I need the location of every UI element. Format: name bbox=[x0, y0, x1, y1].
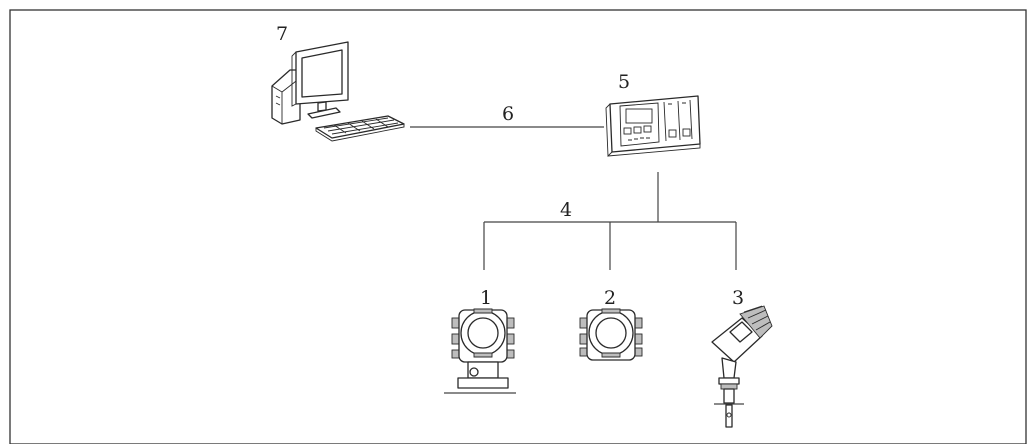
controller-icon bbox=[605, 95, 701, 158]
probe-sensor-icon bbox=[711, 305, 773, 428]
transmitter-2-icon bbox=[579, 308, 643, 361]
label-device-3: 3 bbox=[732, 287, 744, 309]
label-computer: 7 bbox=[276, 23, 288, 45]
label-device-2: 2 bbox=[604, 287, 616, 309]
diagram-border bbox=[9, 9, 1027, 444]
label-controller: 5 bbox=[618, 71, 630, 93]
computer-icon bbox=[271, 41, 405, 142]
transmitter-1-icon bbox=[444, 308, 516, 394]
label-field-bus: 4 bbox=[560, 199, 572, 221]
label-device-1: 1 bbox=[480, 287, 492, 309]
label-link: 6 bbox=[502, 103, 514, 125]
